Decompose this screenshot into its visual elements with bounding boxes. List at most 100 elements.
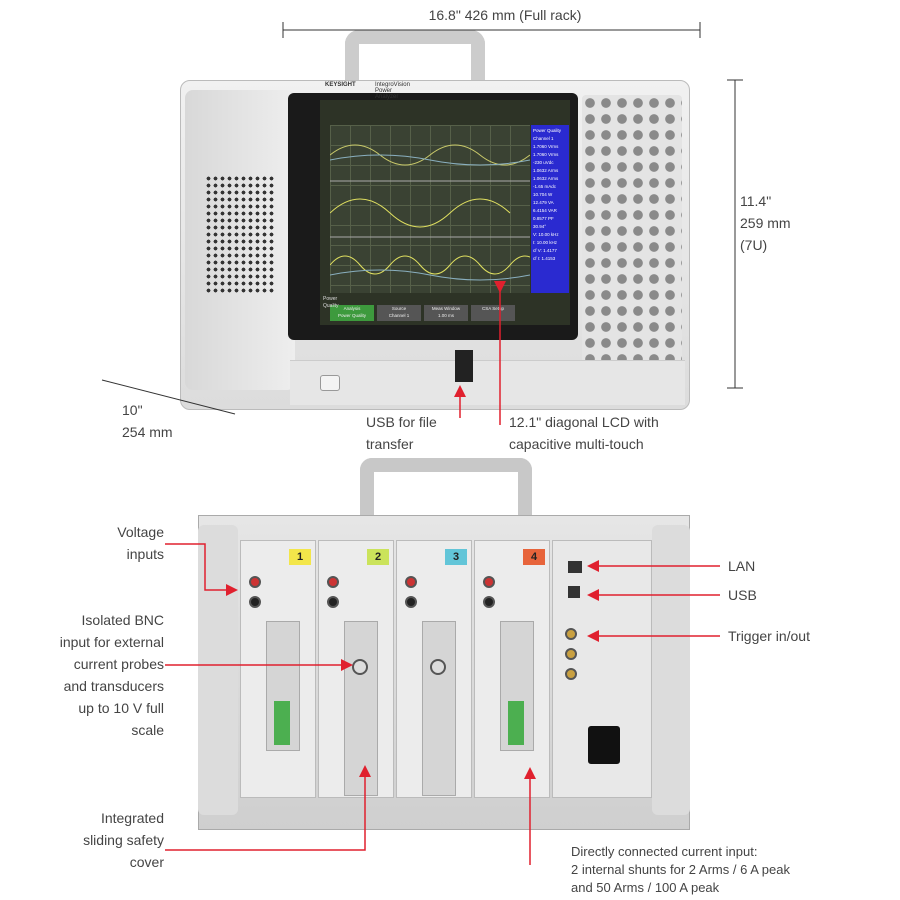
usb-rear-callout: USB [728, 587, 757, 603]
readout: Power Quality [533, 128, 562, 133]
callout-line: Directly connected current input: [571, 844, 758, 859]
height-label-u: (7U) [740, 237, 768, 253]
left-rack-ear [198, 525, 238, 815]
right-rack-ear [652, 525, 690, 815]
bnc-connector[interactable] [430, 659, 446, 675]
softkey-label: Analysis [343, 306, 361, 311]
voltage-jack-negative[interactable] [327, 596, 339, 608]
readout: 1.0632 Arms [533, 176, 559, 181]
readout: V: 10.00 kHz [533, 232, 559, 237]
readout: cf V: 1.4177 [533, 248, 557, 253]
brand-logo: KEYSIGHT [325, 82, 356, 88]
control-panel[interactable] [582, 95, 682, 365]
shunt-terminal[interactable] [508, 701, 524, 745]
shunt-terminal[interactable] [274, 701, 290, 745]
voltage-jack-positive[interactable] [327, 576, 339, 588]
trigger-callout: Trigger in/out [728, 628, 810, 644]
lan-callout: LAN [728, 558, 756, 574]
callout-line: cover [129, 854, 164, 870]
input-module-3: 3 [396, 540, 472, 798]
callout-line: sliding safety [83, 832, 164, 848]
safety-cover[interactable] [422, 621, 456, 796]
vent-grille [205, 175, 275, 295]
voltage-jack-positive[interactable] [249, 576, 261, 588]
depth-label-mm: 254 mm [122, 424, 173, 440]
voltage-jack-negative[interactable] [249, 596, 261, 608]
readout: 1.7060 Vrms [533, 152, 559, 157]
trigger-bnc[interactable] [565, 628, 577, 640]
softkey-value: 1.00 ms [437, 313, 454, 318]
callout-line: 12.1" diagonal LCD with [509, 414, 659, 430]
softkey-csa-setup[interactable]: CSA Setup [471, 305, 515, 321]
softkey-label: Source [391, 306, 407, 311]
callout-line: capacitive multi-touch [509, 436, 644, 452]
callout-line: up to 10 V full [78, 700, 164, 716]
carry-handle [345, 30, 485, 85]
module-number: 4 [523, 549, 545, 565]
readout: I: 10.00 kHz [533, 240, 558, 245]
lcd-callout: 12.1" diagonal LCD with capacitive multi-… [509, 411, 659, 455]
power-button[interactable] [320, 375, 340, 391]
readout: Channel 1 [533, 136, 554, 141]
softkey-meas-window[interactable]: Meas Window 1.00 ms [424, 305, 468, 321]
voltage-jack-negative[interactable] [405, 596, 417, 608]
callout-line: transfer [366, 436, 414, 452]
input-module-1: 1 [240, 540, 316, 798]
readout: 0.8577 PF [533, 216, 554, 221]
softkey-value: Power Quality [337, 313, 366, 318]
model-name: IntegroVision Power Analyzer [375, 82, 410, 100]
power-inlet[interactable] [588, 726, 620, 764]
lan-port[interactable] [568, 561, 582, 573]
usb-port[interactable] [568, 586, 580, 598]
waveforms [330, 144, 530, 281]
readout: 1.0632 Arms [533, 168, 559, 173]
module-number: 1 [289, 549, 311, 565]
softkey-value: Channel 1 [388, 313, 410, 318]
softkey-label: CSA Setup [481, 306, 504, 311]
callout-line: scale [131, 722, 164, 738]
readout: 1.7060 Vrms [533, 144, 559, 149]
callout-line: Integrated [100, 810, 164, 826]
module-number: 3 [445, 549, 467, 565]
readout: -1.65 mAdc [533, 184, 557, 189]
readout: -230 uVdc [533, 160, 554, 165]
readout: 12.479 VA [533, 200, 554, 205]
callout-line: input for external [59, 634, 164, 650]
usb-ports[interactable] [455, 350, 473, 382]
usb-callout: USB for file transfer [366, 411, 437, 455]
callout-line: Voltage [117, 524, 164, 540]
callout-line: 2 internal shunts for 2 Arms / 6 A peak [571, 862, 790, 877]
voltage-jack-positive[interactable] [405, 576, 417, 588]
callout-line: and 50 Arms / 100 A peak [571, 880, 720, 895]
callout-line: USB for file [366, 414, 437, 430]
readout: cf I: 1.4153 [533, 256, 556, 261]
bnc-connector[interactable] [352, 659, 368, 675]
rear-handle [360, 458, 532, 518]
safety-cover-callout: Integrated sliding safety cover [20, 807, 164, 873]
current-input-callout: Directly connected current input: 2 inter… [571, 843, 790, 897]
height-label-mm: 259 mm [740, 215, 791, 231]
trigger-bnc[interactable] [565, 648, 577, 660]
depth-label-in: 10" [122, 402, 143, 418]
menu-title: Power Quality [323, 296, 339, 309]
softkey-label: Meas Window [431, 306, 461, 311]
width-label: 16.8" 426 mm (Full rack) [390, 4, 620, 26]
module-number: 2 [367, 549, 389, 565]
callout-line: and transducers [63, 678, 164, 694]
readout: 10.704 W [533, 192, 553, 197]
lower-front [290, 360, 685, 405]
callout-line: current probes [73, 656, 164, 672]
io-panel [552, 540, 652, 798]
voltage-jack-positive[interactable] [483, 576, 495, 588]
waveform-grid [330, 125, 530, 293]
readout: 6.4154 VAR [533, 208, 557, 213]
safety-cover[interactable] [344, 621, 378, 796]
input-module-4: 4 [474, 540, 550, 798]
voltage-jack-negative[interactable] [483, 596, 495, 608]
trigger-bnc[interactable] [565, 668, 577, 680]
